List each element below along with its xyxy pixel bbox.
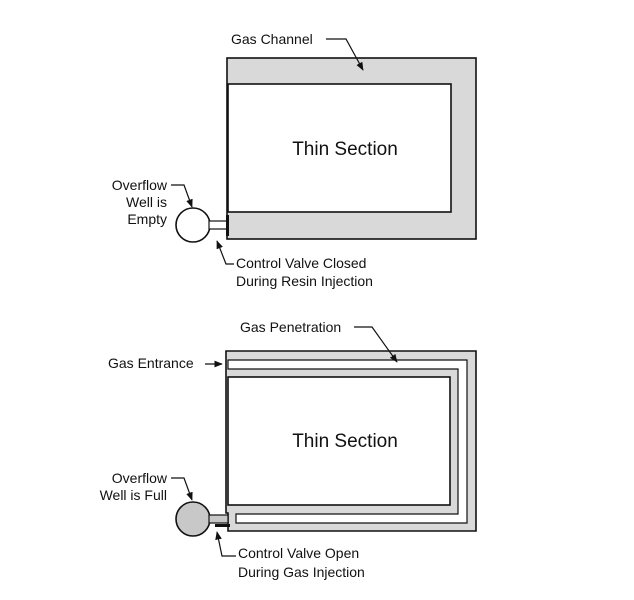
overflow-well-full — [175, 501, 211, 537]
valve-open-line2: During Gas Injection — [238, 564, 365, 580]
overflow-label-line1: Overflow — [112, 177, 168, 193]
overflow-neck — [208, 220, 229, 230]
overflow-neck-bottom — [208, 514, 229, 524]
overflow-full-line1: Overflow — [112, 470, 168, 486]
overflow-full-line2: Well is Full — [100, 487, 167, 503]
control-valve-open — [215, 524, 230, 527]
valve-label-line2: During Resin Injection — [236, 273, 373, 289]
thin-section-bottom — [227, 376, 451, 506]
bottom-figure: Gas Penetration Gas Entrance Thin Sectio… — [100, 319, 477, 580]
top-figure: Gas Channel Thin Section Overflow Well i… — [112, 31, 477, 289]
thin-section-label-bottom: Thin Section — [292, 431, 398, 452]
gas-penetration-label: Gas Penetration — [240, 319, 341, 335]
gas-channel-label: Gas Channel — [231, 31, 313, 47]
valve-label-line1: Control Valve Closed — [236, 255, 366, 271]
gas-entrance-label: Gas Entrance — [108, 355, 194, 371]
overflow-label-line2: Well is — [126, 194, 167, 210]
thin-section-label: Thin Section — [292, 139, 398, 160]
gas-penetration-path — [227, 359, 468, 524]
thin-section — [227, 83, 452, 213]
valve-open-line1: Control Valve Open — [238, 545, 359, 561]
control-valve-closed — [226, 215, 229, 236]
overflow-well-empty — [175, 207, 211, 243]
overflow-label-line3: Empty — [127, 211, 167, 227]
